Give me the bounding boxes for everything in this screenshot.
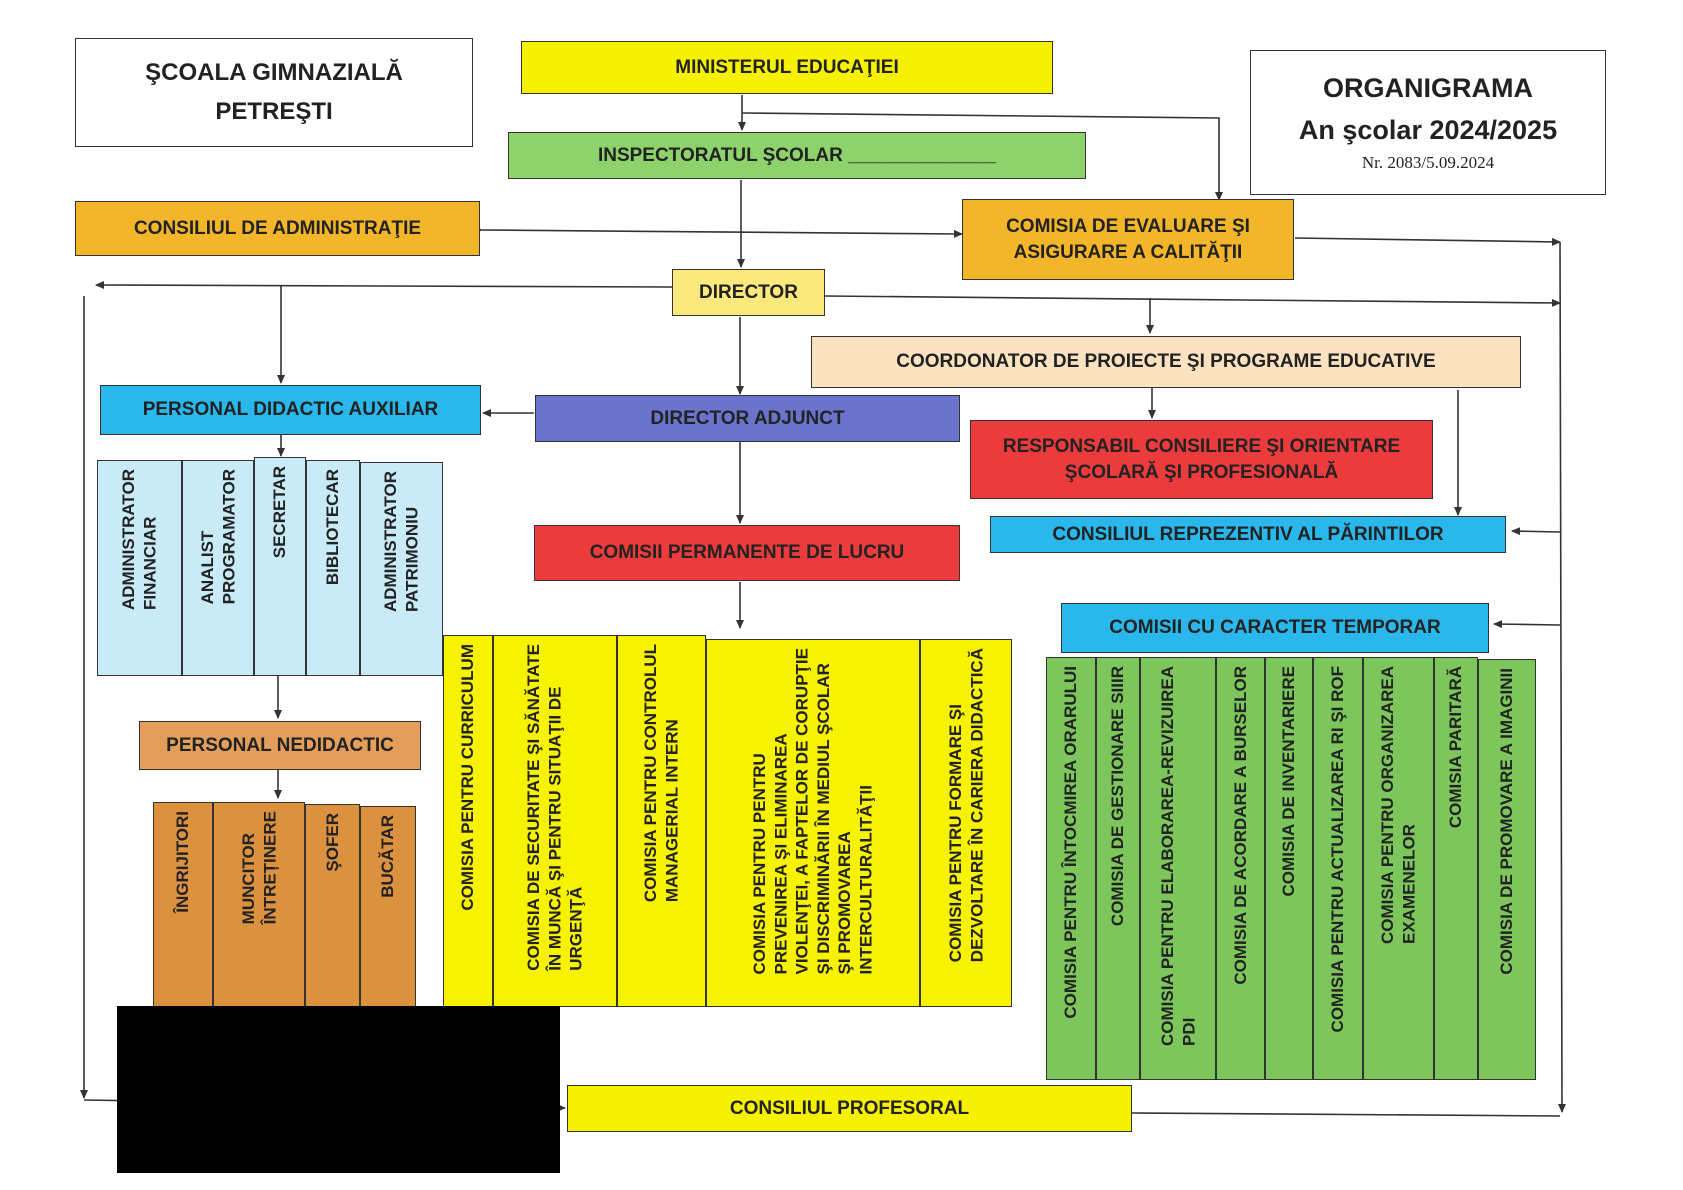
- temporary-commission-image: COMISIA DE PROMOVARE A IMAGINII: [1478, 659, 1536, 1080]
- teachers-council-label: CONSILIUL PROFESORAL: [729, 1097, 970, 1119]
- counseling-box: RESPONSABIL CONSILIERE ŞI ORIENTARE ŞCOL…: [970, 420, 1433, 499]
- temporary-commission-label: COMISIA PENTRU ORGANIZAREA EXAMENELOR: [1378, 666, 1419, 944]
- non-teaching-role-label: BUCĂTAR: [378, 815, 398, 898]
- non-teaching-role-cleaners: ÎNGRIJITORI: [153, 802, 213, 1012]
- teachers-council-box: CONSILIUL PROFESORAL: [567, 1085, 1132, 1132]
- permanent-commission-label: COMISIA PENTRU FORMARE ŞI DEZVOLTARE ÎN …: [945, 648, 986, 963]
- temporary-commissions-box: COMISII CU CARACTER TEMPORAR: [1061, 603, 1489, 653]
- permanent-commissions-box: COMISII PERMANENTE DE LUCRU: [534, 525, 960, 581]
- aux-role-librarian: BIBLIOTECAR: [306, 460, 360, 676]
- temporary-commission-ri-rof: COMISIA PENTRU ACTUALIZAREA RI ŞI ROF: [1313, 657, 1363, 1080]
- permanent-commissions-label: COMISII PERMANENTE DE LUCRU: [589, 542, 905, 564]
- document-number: Nr. 2083/5.09.2024: [1361, 153, 1495, 173]
- admin-council-box: CONSILIUL DE ADMINISTRAŢIE: [75, 201, 480, 256]
- permanent-commission-label: COMISIA PENTRU CURRICULUM: [458, 644, 478, 911]
- school-name-line2: PETREŞTI: [215, 97, 333, 125]
- non-teaching-role-driver: ŞOFER: [305, 804, 360, 1012]
- temporary-commission-label: COMISIA DE PROMOVARE A IMAGINII: [1497, 668, 1517, 975]
- aux-role-label: ADMINISTRATOR FINANCIAR: [119, 469, 160, 611]
- temporary-commission-parity: COMISIA PARITARĂ: [1434, 657, 1478, 1080]
- coordinator-label: COORDONATOR DE PROIECTE ŞI PROGRAME EDUC…: [896, 351, 1436, 373]
- temporary-commission-inventory: COMISIA DE INVENTARIERE: [1265, 657, 1313, 1080]
- school-name-line1: ŞCOALA GIMNAZIALĂ: [145, 59, 403, 87]
- deputy-director-box: DIRECTOR ADJUNCT: [535, 395, 960, 442]
- temporary-commission-pdi: COMISIA PENTRU ELABORAREA-REVIZUIREA PDI: [1140, 657, 1216, 1080]
- temporary-commission-label: COMISIA PENTRU ELABORAREA-REVIZUIREA PDI: [1157, 666, 1198, 1046]
- aux-role-analyst: ANALIST PROGRAMATOR: [182, 460, 254, 676]
- aux-role-label: BIBLIOTECAR: [323, 469, 343, 586]
- temporary-commission-label: COMISIA PENTRU ACTUALIZAREA RI ŞI ROF: [1328, 666, 1348, 1033]
- deputy-director-label: DIRECTOR ADJUNCT: [650, 407, 845, 429]
- quality-commission-box: COMISIA DE EVALUARE ŞI ASIGURARE A CALIT…: [962, 199, 1294, 280]
- permanent-commission-curriculum: COMISIA PENTRU CURRICULUM: [443, 635, 493, 1007]
- ministry-box: MINISTERUL EDUCAŢIEI: [521, 41, 1053, 94]
- temporary-commission-exams: COMISIA PENTRU ORGANIZAREA EXAMENELOR: [1363, 657, 1434, 1080]
- redacted-area: [117, 1006, 560, 1173]
- permanent-commission-label: COMISIA DE SECURITATE ŞI SĂNĂTATE ÎN MUN…: [524, 644, 586, 971]
- aux-role-label: ANALIST PROGRAMATOR: [197, 469, 238, 605]
- quality-commission-line2: ASIGURARE A CALITĂŢII: [1013, 241, 1243, 263]
- non-teaching-staff-label: PERSONAL NEDIDACTIC: [166, 734, 394, 756]
- non-teaching-staff-box: PERSONAL NEDIDACTIC: [139, 721, 421, 770]
- aux-staff-box: PERSONAL DIDACTIC AUXILIAR: [100, 385, 481, 435]
- non-teaching-role-cook: BUCĂTAR: [360, 806, 416, 1012]
- permanent-commission-training: COMISIA PENTRU FORMARE ŞI DEZVOLTARE ÎN …: [920, 639, 1012, 1007]
- temporary-commission-label: COMISIA DE ACORDARE A BURSELOR: [1230, 666, 1250, 985]
- aux-role-admin-financial: ADMINISTRATOR FINANCIAR: [97, 460, 182, 676]
- chart-header-box: ORGANIGRAMA An şcolar 2024/2025 Nr. 2083…: [1250, 50, 1606, 195]
- inspectorate-label: INSPECTORATUL ŞCOLAR ______________: [597, 144, 997, 166]
- aux-staff-label: PERSONAL DIDACTIC AUXILIAR: [142, 399, 439, 421]
- aux-role-label: ADMINISTRATOR PATRIMONIU: [381, 471, 422, 613]
- aux-role-admin-patrimony: ADMINISTRATOR PATRIMONIU: [360, 462, 443, 676]
- permanent-commission-violence-prevention: COMISIA PENTRU PENTRU PREVENIREA ŞI ELIM…: [706, 639, 920, 1007]
- director-label: DIRECTOR: [699, 281, 798, 303]
- permanent-commission-safety: COMISIA DE SECURITATE ŞI SĂNĂTATE ÎN MUN…: [493, 635, 617, 1007]
- temporary-commission-label: COMISIA PENTRU ÎNTOCMIREA ORARULUI: [1061, 666, 1081, 1019]
- temporary-commission-schedule: COMISIA PENTRU ÎNTOCMIREA ORARULUI: [1046, 657, 1096, 1080]
- ministry-label: MINISTERUL EDUCAŢIEI: [675, 56, 899, 78]
- permanent-commission-internal-control: COMISIA PENTRU CONTROLUL MANAGERIAL INTE…: [617, 635, 706, 1007]
- temporary-commission-label: COMISIA PARITARĂ: [1446, 666, 1466, 829]
- temporary-commissions-label: COMISII CU CARACTER TEMPORAR: [1109, 617, 1441, 639]
- temporary-commission-label: COMISIA DE INVENTARIERE: [1279, 666, 1299, 897]
- counseling-line2: ŞCOLARĂ ŞI PROFESIONALĂ: [1064, 461, 1339, 483]
- admin-council-label: CONSILIUL DE ADMINISTRAŢIE: [133, 217, 422, 239]
- parents-council-label: CONSILIUL REPREZENTIV AL PĂRINTILOR: [1052, 523, 1444, 545]
- quality-commission-line1: COMISIA DE EVALUARE ŞI: [1006, 215, 1250, 237]
- permanent-commission-label: COMISIA PENTRU PENTRU PREVENIREA ŞI ELIM…: [750, 648, 876, 975]
- director-box: DIRECTOR: [672, 269, 825, 316]
- counseling-line1: RESPONSABIL CONSILIERE ŞI ORIENTARE: [1002, 435, 1401, 457]
- aux-role-label: SECRETAR: [270, 466, 290, 559]
- non-teaching-role-label: MUNCITOR ÎNTREȚINERE: [238, 811, 279, 925]
- non-teaching-role-maintenance: MUNCITOR ÎNTREȚINERE: [213, 802, 305, 1012]
- aux-role-secretary: SECRETAR: [254, 457, 306, 676]
- permanent-commission-label: COMISIA PENTRU CONTROLUL MANAGERIAL INTE…: [641, 644, 682, 903]
- non-teaching-role-label: ÎNGRIJITORI: [173, 811, 193, 913]
- non-teaching-role-label: ŞOFER: [322, 813, 342, 872]
- school-name-box: ŞCOALA GIMNAZIALĂ PETREŞTI: [75, 38, 473, 147]
- school-year: An şcolar 2024/2025: [1298, 115, 1558, 146]
- temporary-commission-siiir: COMISIA DE GESTIONARE SIIIR: [1096, 657, 1140, 1080]
- parents-council-box: CONSILIUL REPREZENTIV AL PĂRINTILOR: [990, 516, 1506, 553]
- coordinator-box: COORDONATOR DE PROIECTE ŞI PROGRAME EDUC…: [811, 336, 1521, 388]
- chart-title: ORGANIGRAMA: [1323, 72, 1533, 103]
- temporary-commission-label: COMISIA DE GESTIONARE SIIIR: [1108, 666, 1128, 927]
- temporary-commission-scholarships: COMISIA DE ACORDARE A BURSELOR: [1216, 657, 1265, 1080]
- inspectorate-box: INSPECTORATUL ŞCOLAR ______________: [508, 132, 1086, 179]
